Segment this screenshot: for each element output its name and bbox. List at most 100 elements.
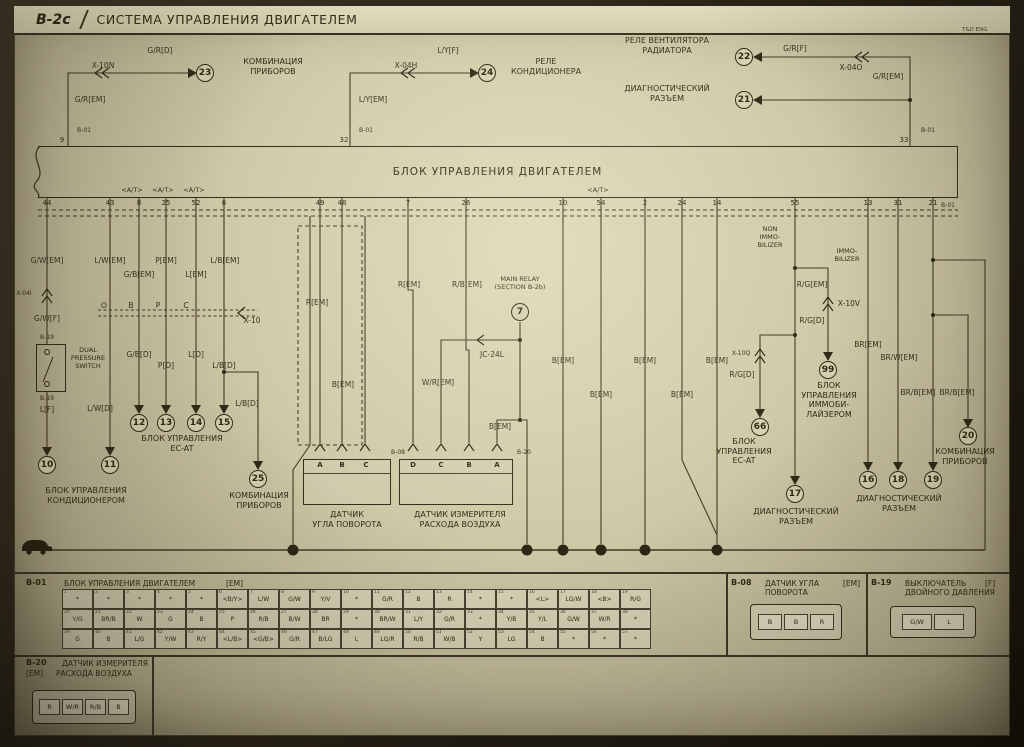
pinout-cell: 11 G/R bbox=[372, 589, 403, 609]
pinout-cell: 23 G bbox=[155, 609, 186, 629]
angle-sensor-connector: B-08 bbox=[391, 449, 405, 456]
pinout-cell-number: 37 bbox=[591, 610, 597, 615]
pinout-cell-number: 12 bbox=[405, 590, 411, 595]
pinout-cell-color: * bbox=[200, 595, 203, 603]
b08-code: B-08 bbox=[731, 578, 752, 587]
pinout-cell: 42 Y/W bbox=[155, 629, 186, 649]
pinout-cell-number: 35 bbox=[529, 610, 535, 615]
pinout-cell-number: 6 bbox=[219, 590, 222, 595]
pinout-cell-color: BR/B bbox=[101, 615, 116, 623]
pinout-cell-number: 5 bbox=[188, 590, 191, 595]
pinout-cell: 34 Y/B bbox=[496, 609, 527, 629]
dual-pressure-switch-box bbox=[36, 344, 66, 392]
pinout-cell-number: 29 bbox=[343, 610, 349, 615]
corner-note: T&D ENG bbox=[962, 27, 988, 33]
airflow-sensor-connector: B-20 bbox=[517, 449, 531, 456]
pinout-cell-number: 13 bbox=[436, 590, 442, 595]
pinout-cell: 47 B/LG bbox=[310, 629, 341, 649]
pinout-cell-number: 11 bbox=[374, 590, 380, 595]
pinout-cell-color: L/G bbox=[134, 635, 145, 643]
pinout-cell: 54 B bbox=[527, 629, 558, 649]
pinout-cell: 3 * bbox=[124, 589, 155, 609]
pinout-cell-color: B/W bbox=[288, 615, 301, 623]
pinout-cell: 27 B/W bbox=[279, 609, 310, 629]
connector-pin: B bbox=[758, 614, 782, 630]
section-divider bbox=[866, 572, 868, 655]
pinout-cell: 8 G/W bbox=[279, 589, 310, 609]
pinout-cell: 12 B bbox=[403, 589, 434, 609]
pinout-cell-color: Y bbox=[478, 635, 483, 643]
pinout-cell-number: 4 bbox=[157, 590, 160, 595]
pinout-cell: 44 <L/B> bbox=[217, 629, 248, 649]
pinout-cell-color: Y/W bbox=[164, 635, 177, 643]
pinout-cell-number: 52 bbox=[467, 630, 473, 635]
pinout-cell-color: L/W bbox=[257, 595, 270, 603]
pinout-cell-number: 43 bbox=[188, 630, 194, 635]
pinout-cell-number: 16 bbox=[529, 590, 535, 595]
pinout-cell: 48 L bbox=[341, 629, 372, 649]
pinout-cell-number: 34 bbox=[498, 610, 504, 615]
b19-code: B-19 bbox=[871, 578, 892, 587]
pinout-cell-color: B bbox=[540, 635, 545, 643]
pinout-cell-color: * bbox=[355, 615, 358, 623]
pinout-cell-number: 46 bbox=[281, 630, 287, 635]
pinout-cell: 25 P bbox=[217, 609, 248, 629]
pinout-cell-color: R bbox=[447, 595, 452, 603]
pinout-cell: 22 W bbox=[124, 609, 155, 629]
pinout-cell: 40 B bbox=[93, 629, 124, 649]
pinout-cell: 5 * bbox=[186, 589, 217, 609]
pinout-cell-color: * bbox=[479, 595, 482, 603]
pinout-cell-number: 7 bbox=[250, 590, 253, 595]
ecu-box: БЛОК УПРАВЛЕНИЯ ДВИГАТЕЛЕМ bbox=[38, 146, 958, 198]
pinout-cell: 4 * bbox=[155, 589, 186, 609]
pinout-cell-color: <L> bbox=[535, 595, 550, 603]
pinout-cell: 21 BR/B bbox=[93, 609, 124, 629]
pinout-cell: 30 BR/W bbox=[372, 609, 403, 629]
pinout-cell-color: LG bbox=[507, 635, 516, 643]
pinout-cell-number: 54 bbox=[529, 630, 535, 635]
section-divider bbox=[152, 655, 154, 735]
pinout-cell-color: W/R bbox=[598, 615, 611, 623]
pinout-cell-number: 36 bbox=[560, 610, 566, 615]
section-divider bbox=[14, 572, 1010, 574]
pinout-cell-color: B bbox=[416, 595, 421, 603]
pinout-cell: 16 <L> bbox=[527, 589, 558, 609]
pinout-cell: 56 * bbox=[589, 629, 620, 649]
pinout-cell-number: 9 bbox=[312, 590, 315, 595]
pinout-cell-color: L/Y bbox=[413, 615, 424, 623]
pinout-cell-color: G/R bbox=[382, 595, 393, 603]
pinout-cell-number: 27 bbox=[281, 610, 287, 615]
b20-title1: ДАТЧИК ИЗМЕРИТЕЛЯ bbox=[62, 659, 148, 668]
pinout-cell: 9 Y/V bbox=[310, 589, 341, 609]
pinout-cell-color: R/G bbox=[630, 595, 641, 603]
pinout-cell-number: 32 bbox=[436, 610, 442, 615]
pinout-cell-number: 53 bbox=[498, 630, 504, 635]
pinout-cell: 50 R/B bbox=[403, 629, 434, 649]
pinout-cell-number: 56 bbox=[591, 630, 597, 635]
b19-tag: [F] bbox=[985, 579, 996, 588]
pinout-cell-color: * bbox=[76, 595, 79, 603]
pinout-cell-number: 49 bbox=[374, 630, 380, 635]
pinout-cell-color: Y/G bbox=[72, 615, 83, 623]
pinout-cell-color: * bbox=[634, 615, 637, 623]
pinout-cell: 15 * bbox=[496, 589, 527, 609]
pinout-cell-number: 26 bbox=[250, 610, 256, 615]
pinout-cell-color: <L/B> bbox=[222, 635, 243, 643]
page-header: B-2c СИСТЕМА УПРАВЛЕНИЯ ДВИГАТЕЛЕМ bbox=[14, 6, 1010, 35]
pinout-cell-number: 1 bbox=[64, 590, 67, 595]
pinout-cell-number: 22 bbox=[126, 610, 132, 615]
b08-title1: ДАТЧИК УГЛА bbox=[765, 579, 819, 588]
pinout-cell-number: 24 bbox=[188, 610, 194, 615]
pinout-cell-color: G/R bbox=[444, 615, 455, 623]
pinout-cell-color: LG/W bbox=[565, 595, 582, 603]
airflow-sensor-box bbox=[399, 459, 513, 505]
pinout-cell-color: * bbox=[107, 595, 110, 603]
pinout-cell-color: LG/R bbox=[380, 635, 395, 643]
pinout-cell-color: G bbox=[168, 615, 173, 623]
connector-pin: L bbox=[934, 614, 964, 630]
pinout-cell-number: 38 bbox=[622, 610, 628, 615]
pinout-cell: 53 LG bbox=[496, 629, 527, 649]
pinout-cell-number: 23 bbox=[157, 610, 163, 615]
connector-pin: R/B bbox=[85, 699, 106, 715]
